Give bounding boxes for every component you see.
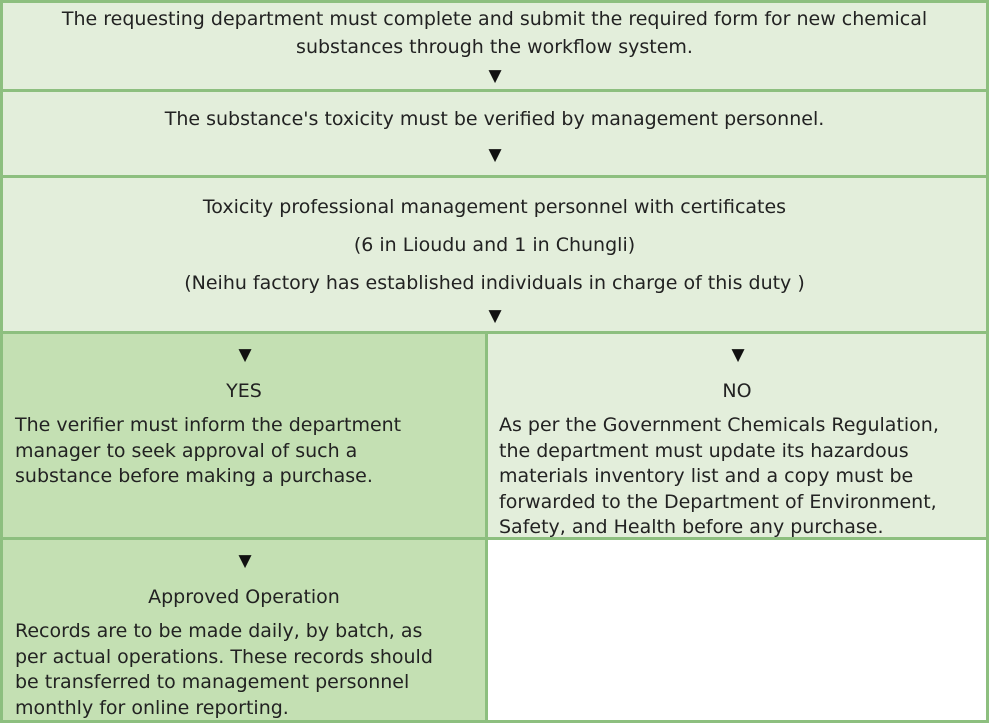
yes-branch-text: The verifier must inform the department …: [15, 413, 475, 490]
step-certified-personnel: Toxicity professional management personn…: [0, 175, 989, 334]
down-arrow-icon: ▼: [238, 345, 252, 365]
yes-branch-line: substance before making a purchase.: [15, 465, 373, 487]
yes-branch-line: manager to seek approval of such a: [15, 439, 358, 462]
certified-personnel-line: Toxicity professional management personn…: [202, 196, 787, 218]
down-arrow-icon: ▼: [488, 66, 502, 86]
down-arrow-icon: ▼: [488, 306, 502, 326]
no-branch-line: the department must update its hazardous: [499, 439, 909, 462]
no-branch: ▼ NO As per the Government Chemicals Reg…: [485, 331, 989, 540]
certified-personnel-text: Toxicity professional management personn…: [13, 188, 976, 302]
no-branch-text: As per the Government Chemicals Regulati…: [499, 413, 978, 541]
down-arrow-icon: ▼: [488, 145, 502, 165]
approved-operation-text: Records are to be made daily, by batch, …: [15, 619, 475, 721]
no-branch-line: Safety, and Health before any purchase.: [499, 516, 884, 538]
certified-personnel-line: (6 in Lioudu and 1 in Chungli): [353, 234, 636, 256]
approved-operation-label: Approved Operation: [148, 586, 340, 608]
approved-operation-line: Records are to be made daily, by batch, …: [15, 620, 423, 642]
approved-operation-line: monthly for online reporting.: [15, 696, 289, 719]
no-branch-line: materials inventory list and a copy must…: [499, 465, 914, 487]
no-branch-line: As per the Government Chemicals Regulati…: [499, 414, 939, 436]
no-branch-label: NO: [722, 380, 752, 402]
step-submit-form: The requesting department must complete …: [0, 0, 989, 92]
certified-personnel-line: (Neihu factory has established individua…: [184, 272, 805, 294]
approved-operation-line: per actual operations. These records sho…: [15, 645, 433, 668]
no-branch-line: forwarded to the Department of Environme…: [499, 490, 937, 513]
yes-branch: ▼ YES The verifier must inform the depar…: [0, 331, 488, 540]
yes-branch-label: YES: [226, 380, 262, 402]
down-arrow-icon: ▼: [238, 551, 252, 571]
down-arrow-icon: ▼: [731, 345, 745, 365]
approved-operation-line: be transferred to management personnel: [15, 671, 410, 693]
step-verify-toxicity-text: The substance's toxicity must be verifie…: [164, 108, 825, 130]
step-verify-toxicity: The substance's toxicity must be verifie…: [0, 89, 989, 178]
yes-branch-line: The verifier must inform the department: [15, 414, 402, 436]
approved-operation: ▼ Approved Operation Records are to be m…: [0, 537, 488, 723]
step-submit-form-text: The requesting department must complete …: [61, 8, 928, 58]
empty-cell: [485, 537, 989, 723]
